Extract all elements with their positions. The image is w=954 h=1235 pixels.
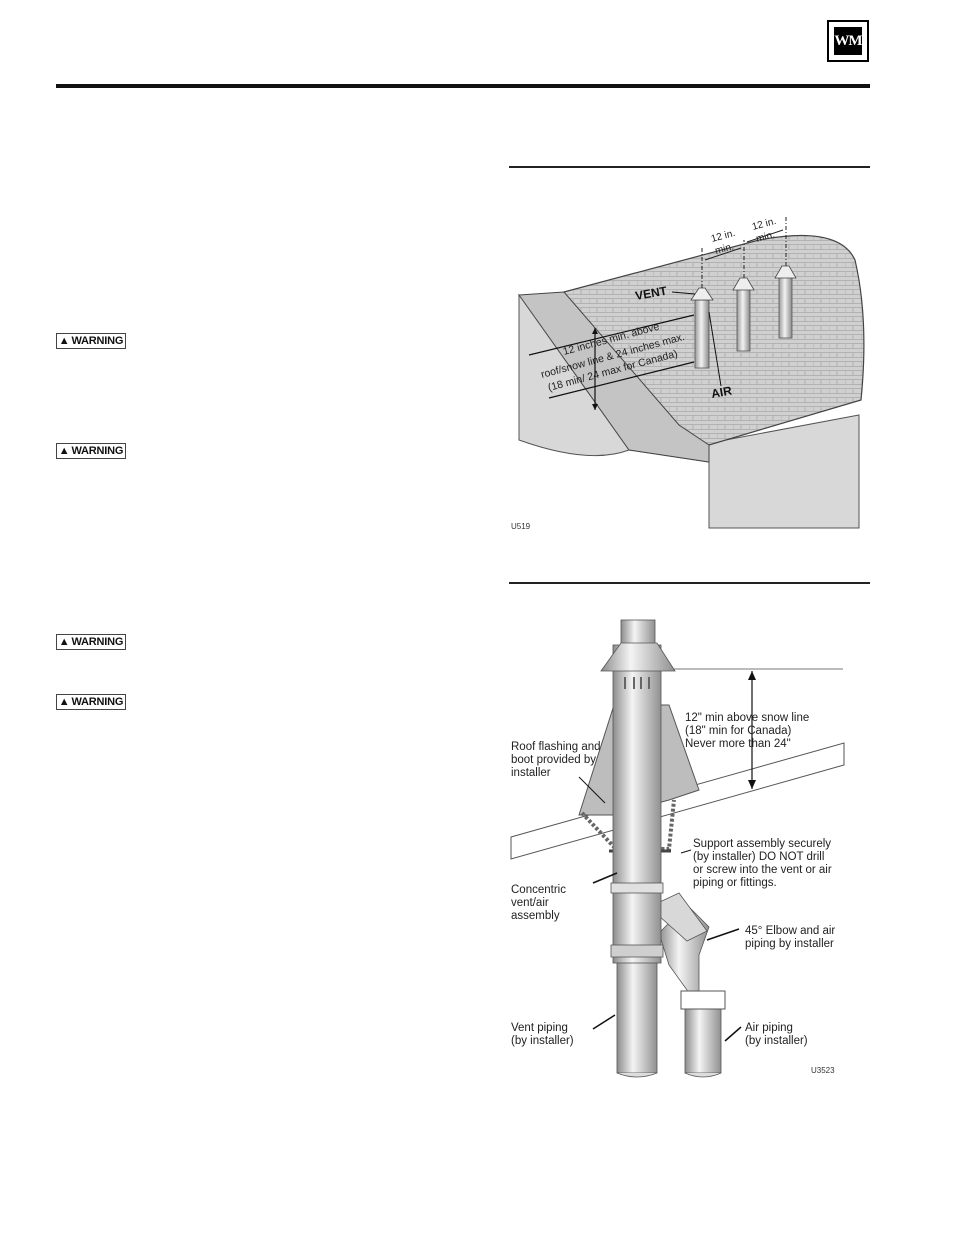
support-note-4: piping or fittings. <box>693 877 777 889</box>
dim-label-2b: min. <box>755 229 776 245</box>
vent-label: VENT <box>634 283 669 302</box>
warning-label: WARNING <box>71 335 124 347</box>
warning-badge-1: ▲WARNING <box>56 333 126 349</box>
figure1-rule <box>509 166 870 168</box>
warning-label: WARNING <box>71 636 124 648</box>
vent-pipe-3 <box>774 265 797 339</box>
snow-line-note-1: 12" min above snow line <box>685 712 809 724</box>
figure2-code: U3523 <box>811 1066 835 1075</box>
figure2-rule <box>509 582 870 584</box>
figure1-code: U519 <box>511 522 531 531</box>
air-piping-note-1: Air piping <box>745 1022 793 1034</box>
vent-pipe-1 <box>690 287 714 369</box>
flashing-note-3: installer <box>511 767 551 779</box>
vent-pipe-2 <box>732 277 755 352</box>
brand-logo-mark: WM <box>834 27 863 55</box>
warning-label: WARNING <box>71 696 124 708</box>
elbow-note-2: piping by installer <box>745 938 834 950</box>
concentric-note-1: Concentric <box>511 884 566 896</box>
dim-label-1b: min. <box>714 241 735 257</box>
warning-triangle-icon: ▲ <box>58 635 70 648</box>
warning-triangle-icon: ▲ <box>58 334 70 347</box>
air-label: AIR <box>710 384 733 401</box>
warning-label: WARNING <box>71 445 124 457</box>
concentric-note-3: assembly <box>511 910 560 922</box>
flashing-note-1: Roof flashing and <box>511 741 601 753</box>
warning-badge-4: ▲WARNING <box>56 694 126 710</box>
figure-roof-vent-illustration: 12 in. min. 12 in. min. 12 inches min. a… <box>509 200 871 535</box>
snow-line-note-3: Never more than 24" <box>685 738 791 750</box>
air-piping-note-2: (by installer) <box>745 1035 808 1047</box>
support-note-3: or screw into the vent or air <box>693 864 832 876</box>
header-rule <box>56 84 870 88</box>
snow-line-note-2: (18" min for Canada) <box>685 725 792 737</box>
concentric-note-2: vent/air <box>511 897 549 909</box>
elbow-note-1: 45° Elbow and air <box>745 925 835 937</box>
flashing-note-2: boot provided by <box>511 754 596 766</box>
vent-piping-note-1: Vent piping <box>511 1022 568 1034</box>
support-note-2: (by installer) DO NOT drill <box>693 851 824 863</box>
vent-piping-note-2: (by installer) <box>511 1035 574 1047</box>
support-note-1: Support assembly securely <box>693 838 831 850</box>
warning-badge-2: ▲WARNING <box>56 443 126 459</box>
warning-triangle-icon: ▲ <box>58 695 70 708</box>
warning-triangle-icon: ▲ <box>58 444 70 457</box>
brand-logo: WM <box>827 20 869 62</box>
figure-concentric-vent-detail: 12" min above snow line (18" min for Can… <box>509 615 849 1080</box>
warning-badge-3: ▲WARNING <box>56 634 126 650</box>
